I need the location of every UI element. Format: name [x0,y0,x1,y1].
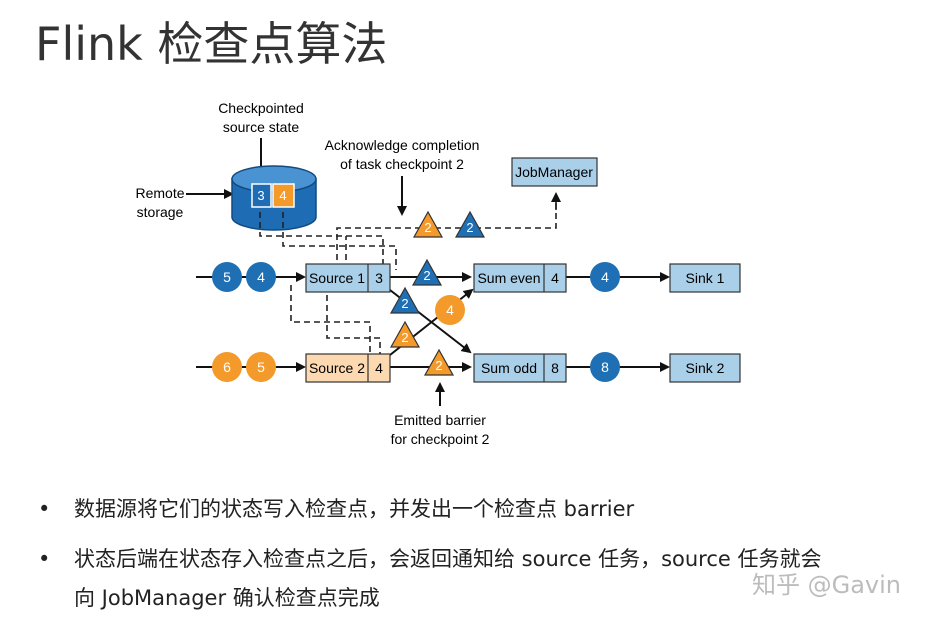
sum-odd-box: Sum odd 8 [473,353,567,383]
record-circle: 4 [246,262,276,292]
svg-text:2: 2 [424,220,431,235]
bullet-item: • 状态后端在状态存入检查点之后，会返回通知给 source 任务，source… [38,534,898,584]
checkpointed-label-1: Checkpointed [218,100,304,116]
svg-text:3: 3 [257,188,264,203]
sink1-box: Sink 1 [669,263,741,293]
source1-box: Source 1 3 [305,263,391,293]
barrier-triangle: 2 [389,320,421,348]
sink2-box: Sink 2 [669,353,741,383]
svg-text:4: 4 [446,302,454,318]
svg-text:4: 4 [257,269,265,285]
emitted-label-2: for checkpoint 2 [391,431,490,447]
svg-text:2: 2 [401,296,408,311]
source2-box: Source 2 4 [305,353,391,383]
svg-text:2: 2 [466,220,473,235]
svg-text:Source 2: Source 2 [309,360,365,376]
svg-text:4: 4 [279,188,286,203]
svg-text:Sum odd: Sum odd [481,360,537,376]
svg-text:5: 5 [223,269,231,285]
record-circle: 5 [246,352,276,382]
barrier-triangle: 2 [412,210,444,238]
bullet-dot: • [38,547,51,571]
svg-text:4: 4 [375,360,383,376]
bullet-continuation: 向 JobManager 确认检查点完成 [74,586,380,610]
svg-text:Sink 2: Sink 2 [686,360,725,376]
storage-cell-blue [251,183,272,208]
remote-label-1: Remote [135,185,184,201]
watermark: 知乎 @Gavin [752,571,902,599]
svg-text:Sink 1: Sink 1 [686,270,725,286]
record-circle: 4 [435,295,465,325]
record-circle: 4 [590,262,620,292]
svg-text:2: 2 [435,358,442,373]
ack-label-1: Acknowledge completion [325,137,480,153]
barrier-triangle: 2 [389,286,421,314]
svg-text:Sum even: Sum even [477,270,540,286]
svg-text:6: 6 [223,359,231,375]
emitted-label-1: Emitted barrier [394,412,486,428]
bullet-dot: • [38,497,51,521]
svg-text:8: 8 [551,360,559,376]
checkpoint-diagram: Checkpointed source state Remote storage… [135,100,741,447]
jobmanager-box: JobManager [511,157,598,187]
svg-text:Source 1: Source 1 [309,270,365,286]
storage-cell-orange [272,183,295,208]
barrier-triangle: 2 [411,258,443,286]
bullet-list: • 数据源将它们的状态写入检查点，并发出一个检查点 barrier • 状态后端… [38,484,898,618]
svg-text:4: 4 [551,270,559,286]
record-circle: 5 [212,262,242,292]
record-circle: 6 [212,352,242,382]
page-title: Flink 检查点算法 [35,17,388,71]
record-circle: 8 [590,352,620,382]
bullet-text: 状态后端在状态存入检查点之后，会返回通知给 source 任务，source 任… [74,547,822,571]
barrier-triangle: 2 [454,210,486,238]
svg-text:4: 4 [601,269,609,285]
bullet-item: • 数据源将它们的状态写入检查点，并发出一个检查点 barrier [38,484,898,534]
svg-text:JobManager: JobManager [515,164,593,180]
svg-text:5: 5 [257,359,265,375]
svg-text:2: 2 [401,330,408,345]
svg-text:3: 3 [375,270,383,286]
sum-even-box: Sum even 4 [473,263,567,293]
remote-storage-icon: 3 4 [231,165,317,231]
bullet-text: 数据源将它们的状态写入检查点，并发出一个检查点 barrier [74,497,635,521]
svg-text:8: 8 [601,359,609,375]
ack-label-2: of task checkpoint 2 [340,156,464,172]
svg-text:2: 2 [423,268,430,283]
remote-label-2: storage [137,204,184,220]
checkpointed-label-2: source state [223,119,299,135]
barrier-triangle: 2 [423,348,455,376]
